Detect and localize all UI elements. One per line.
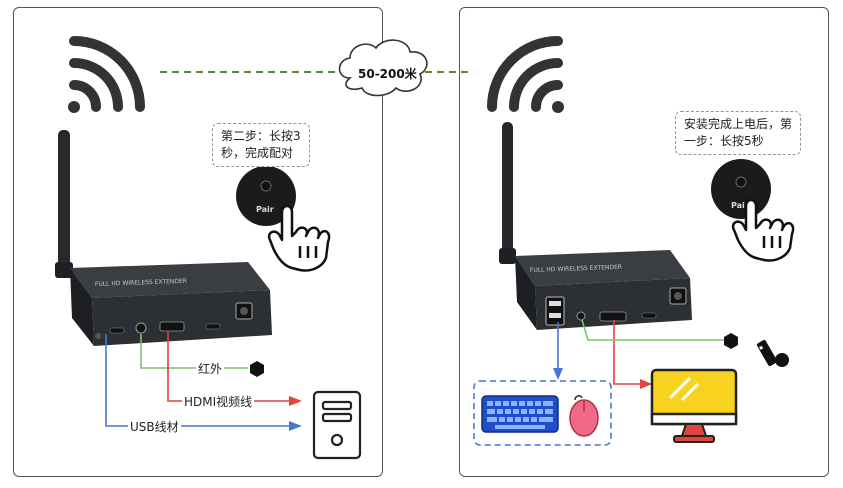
hdmi-cable-label: HDMI视频线 (182, 394, 255, 410)
pair-button-right: Pair (711, 159, 771, 219)
usb-cable-label: USB线材 (128, 419, 181, 435)
receiver-device: FULL HD WIRELESS EXTENDER (499, 122, 692, 330)
wifi-icon-right (487, 36, 564, 113)
cloud-icon (338, 39, 428, 97)
hdmi-arrowhead-right (640, 379, 652, 389)
hdmi-arrowhead (289, 396, 302, 406)
device-text-left: FULL HD WIRELESS EXTENDER (95, 278, 187, 288)
distance-label: 50-200米 (358, 67, 417, 81)
ir-cable-right (581, 319, 724, 341)
ir-cable-label: 红外 (196, 361, 225, 377)
receiver-top (515, 250, 690, 286)
ir-receiver-icon (250, 361, 264, 377)
callout-line: 安装完成上电后，第 (684, 117, 793, 131)
svg-text:Pair: Pair (731, 201, 749, 210)
callout-line: 第二步：长按3 (221, 129, 301, 143)
usb-cable-line (105, 334, 290, 427)
ir-receiver-icon-right (724, 333, 738, 349)
callout-line: 一步：长按5秒 (684, 134, 764, 148)
pairing-step1-callout: 安装完成上电后，第 一步：长按5秒 (675, 111, 802, 155)
mouse-icon (569, 395, 599, 437)
svg-text:Pair: Pair (256, 205, 274, 214)
remote-control-icon (756, 339, 789, 367)
usb-arrowhead (289, 421, 302, 431)
hdmi-cable-right (613, 320, 641, 385)
callout-line: 秒，完成配对 (221, 146, 294, 160)
transmitter-device: FULL HD WIRELESS EXTENDER (55, 130, 272, 346)
monitor-icon (650, 368, 738, 443)
hand-pointer-icon-left (267, 204, 331, 272)
pairing-step2-callout: 第二步：长按3 秒，完成配对 (212, 123, 310, 167)
usb-arrowhead-right (553, 368, 563, 380)
receiver-side (515, 256, 537, 330)
antenna-left (58, 130, 70, 270)
antenna-right (502, 122, 513, 254)
hdmi-cable-line (167, 332, 290, 402)
hand-pointer-icon-right (731, 198, 795, 262)
transmitter-front (92, 290, 272, 346)
wifi-icon-left (68, 36, 145, 113)
transmitter-top (70, 262, 270, 298)
computer-tower-icon (312, 390, 362, 460)
keyboard-icon (481, 395, 559, 433)
transmitter-side (70, 268, 94, 346)
device-text-right: FULL HD WIRELESS EXTENDER (530, 264, 622, 274)
